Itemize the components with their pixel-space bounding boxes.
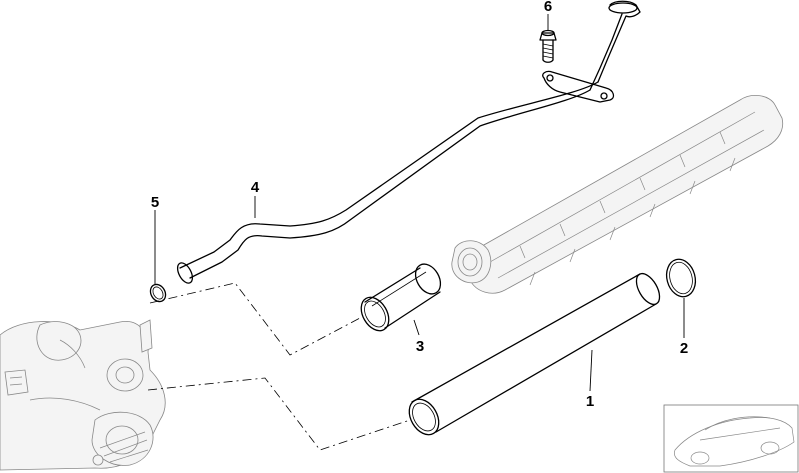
- part-6-bolt: [539, 29, 557, 63]
- label-part-5: 5: [151, 194, 159, 211]
- label-part-1: 1: [586, 393, 594, 410]
- label-part-4: 4: [251, 179, 260, 196]
- water-pump-housing: [0, 319, 166, 471]
- label-part-2: 2: [680, 340, 688, 357]
- part-4-water-pipe: [176, 0, 641, 284]
- part-3-sleeve: [360, 263, 442, 332]
- label-part-3: 3: [416, 338, 424, 355]
- label-part-6: 6: [544, 0, 552, 15]
- part-5-o-ring: [149, 283, 167, 303]
- assembly-lines: [147, 282, 411, 451]
- car-thumbnail: [663, 404, 799, 473]
- part-1-tube: [408, 272, 661, 436]
- cylinder-head-cover: [451, 95, 784, 294]
- part-2-o-ring: [665, 258, 697, 298]
- leader-lines: [154, 14, 685, 392]
